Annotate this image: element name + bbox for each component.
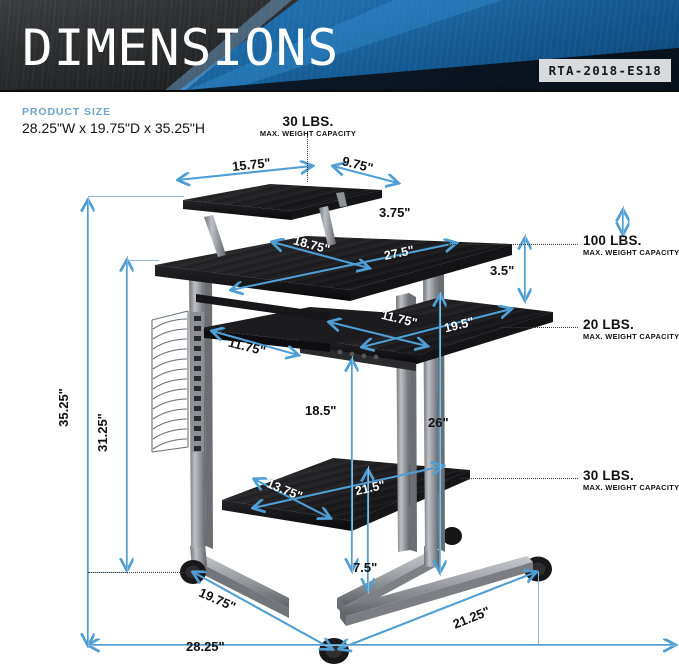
wire-file-rack	[151, 310, 189, 453]
guide-desk-right	[440, 292, 441, 576]
guide-overall-height	[88, 196, 89, 648]
capacity-sub: MAX. WEIGHT CAPACITY	[583, 483, 679, 492]
dim-desktop-height-right: 26"	[428, 415, 449, 430]
leader-top-shelf	[307, 136, 308, 182]
header-divider	[0, 90, 679, 92]
dim-desktop-clearance: 3.5"	[490, 263, 515, 278]
product-size-value: 28.25"W x 19.75"D x 35.25"H	[22, 120, 206, 136]
page-title: DIMENSIONS	[22, 19, 340, 77]
capacity-value: 30 LBS.	[282, 114, 334, 129]
dim-tray-height: 18.5"	[305, 403, 337, 418]
guide-base-line	[88, 645, 676, 646]
guide-top-shelf-clearance	[623, 206, 624, 238]
dim-top-shelf-height: 3.75"	[379, 205, 411, 220]
capacity-top-shelf: 30 LBS. MAX. WEIGHT CAPACITY	[256, 114, 360, 138]
leader-main-desktop	[448, 244, 578, 245]
leader-base-caster	[88, 572, 186, 573]
dim-bottom-shelf-height: 7.5"	[353, 560, 378, 575]
capacity-main-desktop: 100 LBS. MAX. WEIGHT CAPACITY	[583, 233, 679, 257]
dim-base-width: 28.25"	[186, 639, 225, 654]
capacity-value: 100 LBS.	[583, 233, 642, 248]
guide-shelf-height	[368, 466, 369, 594]
capacity-value: 20 LBS.	[583, 317, 634, 332]
capacity-keyboard-tray: 20 LBS. MAX. WEIGHT CAPACITY	[583, 317, 679, 341]
guide-base-right	[538, 572, 539, 646]
capacity-bottom-shelf: 30 LBS. MAX. WEIGHT CAPACITY	[583, 468, 679, 492]
guide-desktop-height	[127, 256, 128, 574]
product-size-label: PRODUCT SIZE	[22, 106, 111, 118]
dim-desktop-height: 31.25"	[94, 413, 110, 452]
dim-overall-height: 35.25"	[55, 388, 71, 427]
guide-desktop-clearance	[525, 234, 526, 304]
perforated-post-strip	[191, 312, 204, 452]
guide-desk-extension	[127, 260, 159, 261]
guide-top-extension	[88, 196, 184, 197]
model-number-badge: RTA-2018-ES18	[538, 59, 671, 82]
leader-keyboard-tray	[500, 327, 578, 328]
capacity-sub: MAX. WEIGHT CAPACITY	[583, 332, 679, 341]
riser-legs	[204, 192, 347, 257]
leader-bottom-shelf	[460, 478, 578, 479]
capacity-value: 30 LBS.	[583, 468, 634, 483]
guide-tray-height	[352, 356, 353, 574]
capacity-sub: MAX. WEIGHT CAPACITY	[583, 248, 679, 257]
page-header: DIMENSIONS RTA-2018-ES18	[0, 0, 679, 92]
top-shelf	[183, 184, 382, 220]
capacity-sub: MAX. WEIGHT CAPACITY	[259, 129, 357, 138]
